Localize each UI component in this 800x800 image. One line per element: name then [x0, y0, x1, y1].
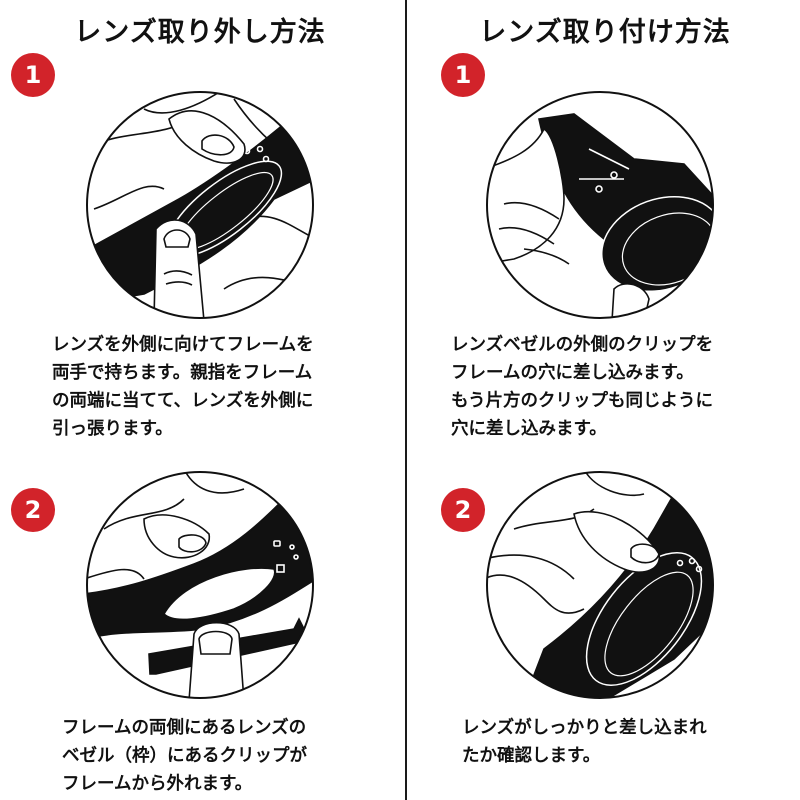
lens-bezel-clip-detached-icon — [84, 469, 316, 701]
hands-holding-frame-thumbs-on-lens-icon — [84, 89, 316, 321]
removal-title: レンズ取り外し方法 — [74, 17, 326, 48]
step-number-badge: 2 — [11, 488, 55, 532]
step-description: レンズがしっかりと差し込まれ たか確認します。 — [462, 718, 707, 766]
step-number-badge: 1 — [441, 53, 485, 97]
attachment-title: レンズ取り付け方法 — [479, 17, 731, 48]
step-number-badge: 1 — [11, 53, 55, 97]
pressing-lens-into-frame-icon — [484, 469, 716, 701]
inserting-bezel-clip-into-frame-icon — [484, 89, 716, 321]
step-number-badge: 2 — [441, 488, 485, 532]
column-divider — [405, 0, 407, 800]
step-description: レンズベゼルの外側のクリップを フレームの穴に差し込みます。 もう片方のクリップ… — [451, 335, 714, 439]
step-description: フレームの両側にあるレンズの ベゼル（枠）にあるクリップが フレームから外れます… — [62, 718, 307, 794]
step-description: レンズを外側に向けてフレームを 両手で持ちます。親指をフレーム の両端に当てて、… — [52, 335, 314, 439]
